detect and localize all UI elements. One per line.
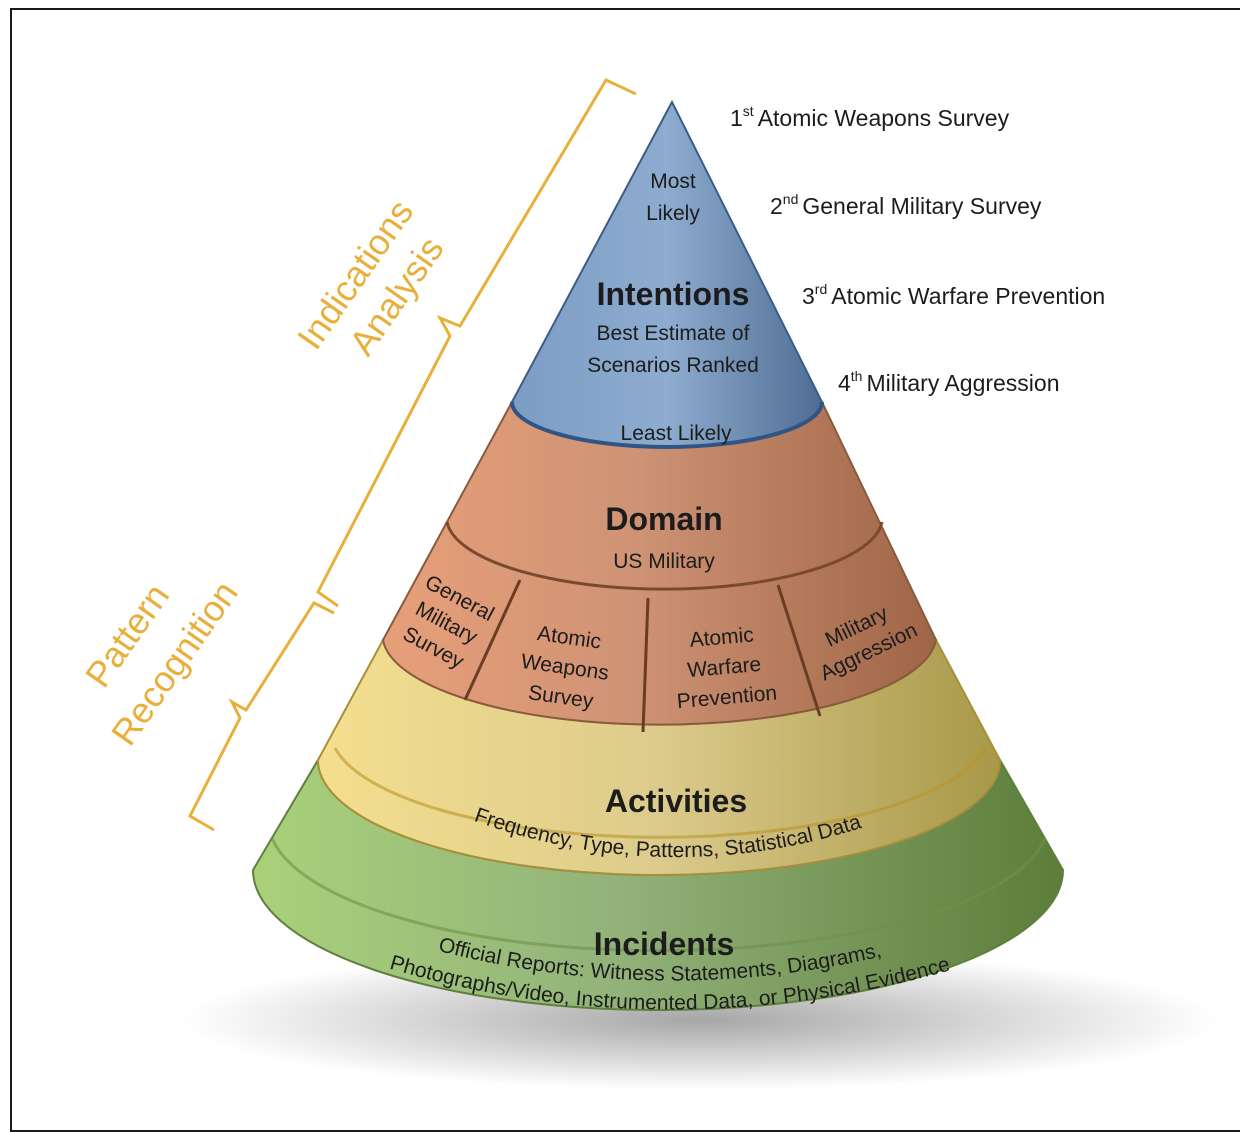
segment-divider (463, 579, 522, 701)
indications-bracket (316, 78, 637, 608)
intentions-sub2: Scenarios Ranked (587, 354, 759, 377)
domain-divider (445, 521, 884, 591)
segment-divider (641, 597, 650, 733)
intentions-title: Intentions (597, 276, 750, 312)
activities-title: Activities (605, 783, 747, 819)
intentions-sub1: Best Estimate of (597, 322, 750, 345)
most-likely-line1: Most (650, 170, 696, 193)
incidents-rim (270, 837, 1047, 953)
domain-sub: US Military (613, 550, 715, 573)
segment-divider (776, 584, 822, 717)
segment-label: Atomic (689, 623, 755, 652)
most-likely-line2: Likely (646, 202, 700, 225)
pattern-bracket (188, 601, 335, 832)
intentions-cone (510, 99, 824, 448)
activities-rim (333, 747, 987, 839)
domain-title: Domain (605, 501, 722, 537)
least-likely-label: Least Likely (621, 422, 732, 445)
intentions-rim (510, 401, 824, 449)
incidents-title: Incidents (594, 926, 734, 962)
